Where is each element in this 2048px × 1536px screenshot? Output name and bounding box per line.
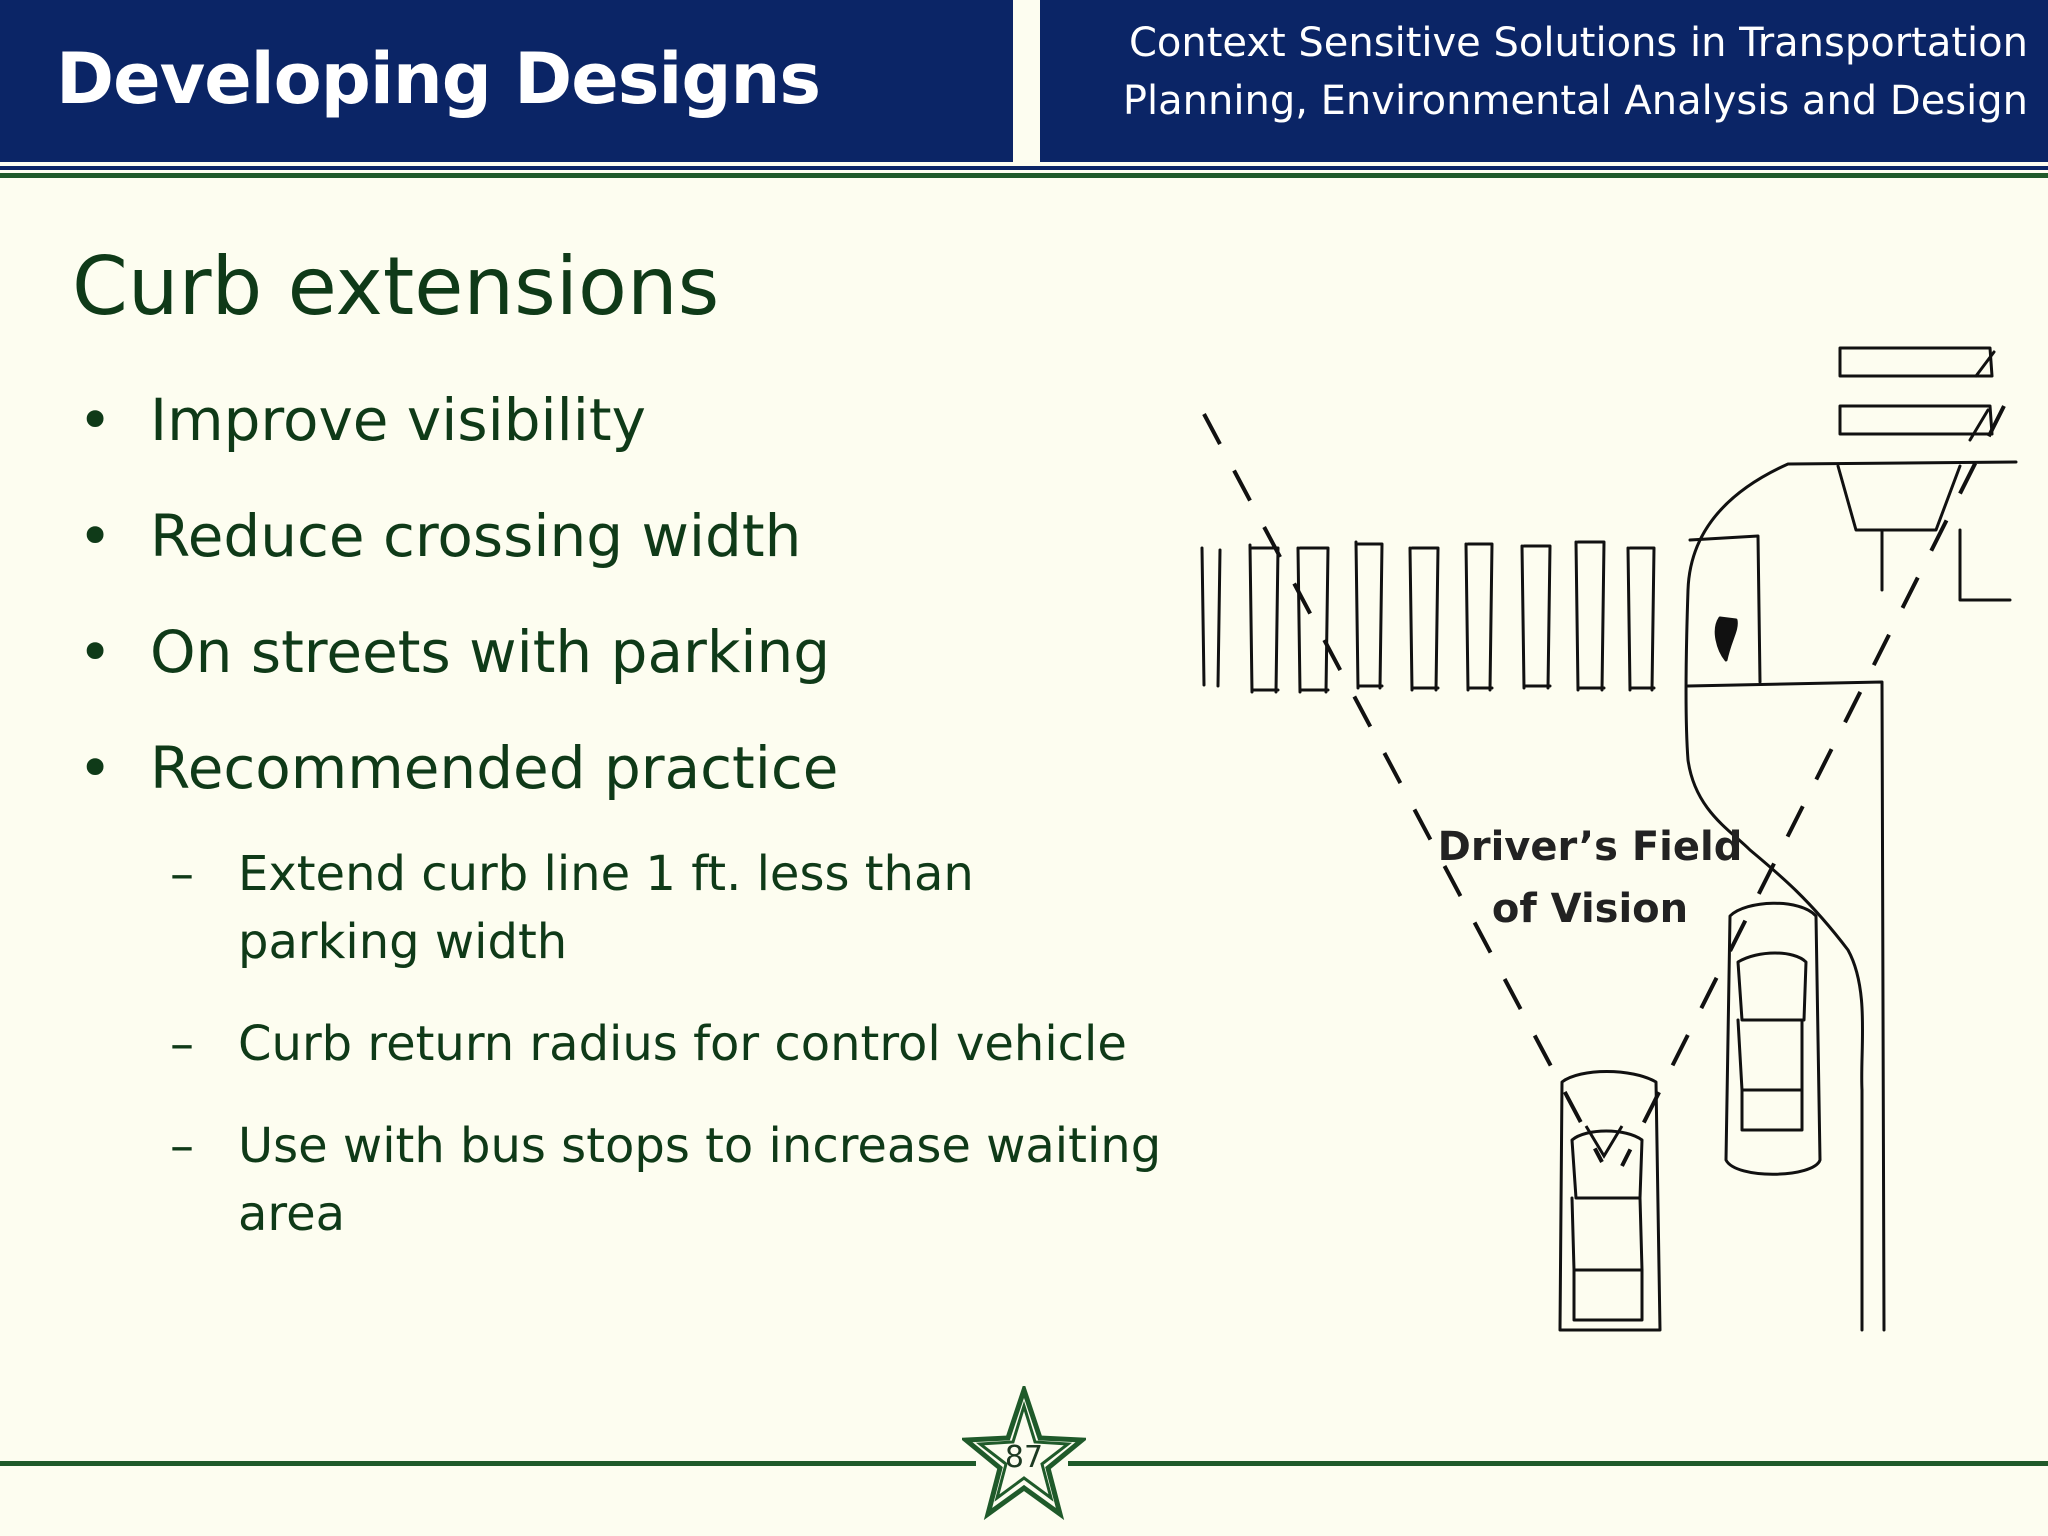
bullet-item: • Improve visibility xyxy=(78,380,1178,496)
car-icon xyxy=(1558,1070,1662,1332)
header-subtitle: Context Sensitive Solutions in Transport… xyxy=(1068,14,2028,130)
bullet-icon: • xyxy=(78,386,113,454)
sub-bullet-item: – Extend curb line 1 ft. less than parki… xyxy=(170,840,1170,976)
header-title-panel: Developing Designs xyxy=(0,0,1013,162)
field-of-vision-lines xyxy=(1202,405,2006,1167)
sub-bullet-item: – Use with bus stops to increase waiting… xyxy=(170,1112,1170,1248)
sub-bullet-text: Curb return radius for control vehicle xyxy=(238,1016,1127,1072)
header-divider xyxy=(0,166,2048,170)
header-subtitle-line2: Planning, Environmental Analysis and Des… xyxy=(1122,78,2028,124)
crosswalk-icon xyxy=(1200,540,1656,694)
curb-extension-diagram: Driver’s Field of Vision xyxy=(1190,330,2030,1350)
sub-bullet-text: Use with bus stops to increase waiting a… xyxy=(238,1118,1162,1242)
curb-line-icon xyxy=(1684,460,2018,1332)
page-number: 87 xyxy=(1004,1440,1044,1475)
bullet-icon: • xyxy=(78,502,113,570)
car-icon xyxy=(1724,901,1822,1176)
bullet-list: • Improve visibility • Reduce crossing w… xyxy=(78,380,1178,844)
slide-title: Curb extensions xyxy=(72,240,720,333)
footer-divider-left xyxy=(0,1461,976,1466)
header-subtitle-line1: Context Sensitive Solutions in Transport… xyxy=(1128,20,2028,66)
pedestrian-icon xyxy=(1714,616,1738,662)
dash-icon: – xyxy=(170,1118,194,1174)
star-icon xyxy=(962,1386,1086,1520)
bullet-icon: • xyxy=(78,734,113,802)
header-subtitle-panel: Context Sensitive Solutions in Transport… xyxy=(1040,0,2048,162)
header-title: Developing Designs xyxy=(56,38,821,120)
sub-bullet-text: Extend curb line 1 ft. less than parking… xyxy=(238,846,974,970)
diagram-label-line2: of Vision xyxy=(1491,886,1689,932)
sub-bullet-item: – Curb return radius for control vehicle xyxy=(170,1010,1170,1078)
header-divider-accent xyxy=(0,173,2048,178)
sub-bullet-list: – Extend curb line 1 ft. less than parki… xyxy=(170,840,1170,1282)
diagram-label: Driver’s Field of Vision xyxy=(1430,816,1750,940)
bullet-text: On streets with parking xyxy=(150,618,831,686)
bullet-text: Improve visibility xyxy=(150,386,646,454)
bullet-item: • Recommended practice xyxy=(78,728,1178,844)
bullet-icon: • xyxy=(78,618,113,686)
bullet-text: Reduce crossing width xyxy=(150,502,802,570)
bullet-item: • On streets with parking xyxy=(78,612,1178,728)
intersection-sketch xyxy=(1200,346,2018,1332)
footer-divider-right xyxy=(1068,1461,2048,1466)
bullet-item: • Reduce crossing width xyxy=(78,496,1178,612)
bullet-text: Recommended practice xyxy=(150,734,839,802)
diagram-label-line1: Driver’s Field xyxy=(1437,824,1743,870)
driver-eye-icon xyxy=(1584,1125,1624,1159)
dash-icon: – xyxy=(170,1016,194,1072)
dash-icon: – xyxy=(170,846,194,902)
